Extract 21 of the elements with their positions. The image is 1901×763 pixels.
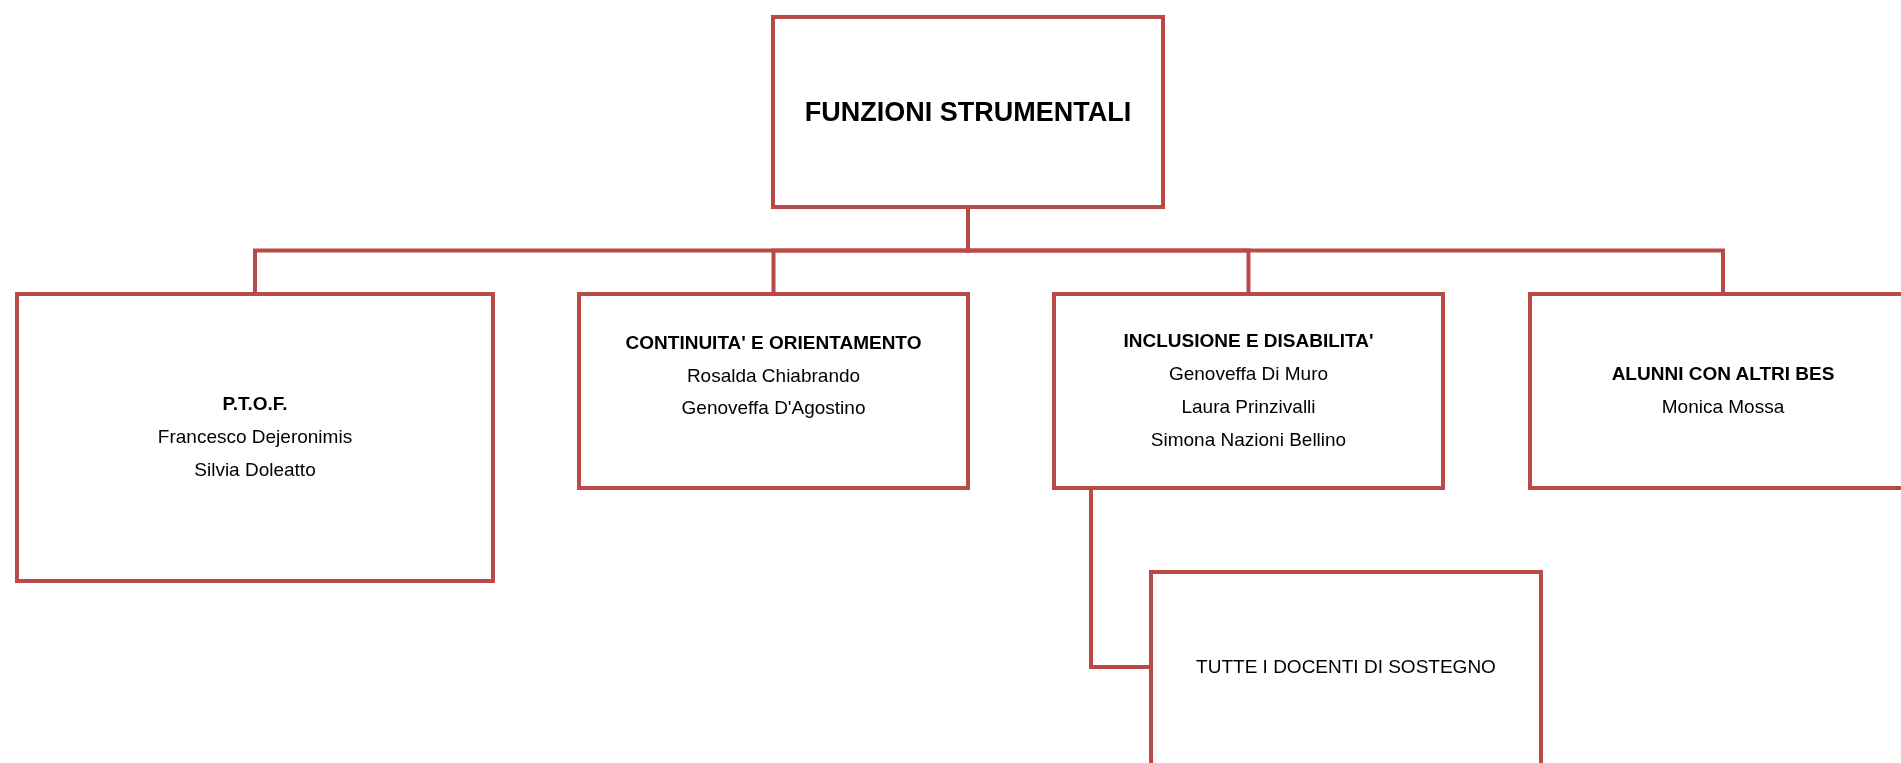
- org-box: [1528, 292, 1901, 490]
- box-heading: FUNZIONI STRUMENTALI: [804, 95, 1132, 129]
- member-name: Genoveffa D'Agostino: [681, 397, 866, 421]
- member-name: Silvia Doleatto: [194, 458, 316, 482]
- org-box: [15, 292, 495, 583]
- member-name: TUTTE I DOCENTI DI SOSTEGNO: [1196, 655, 1496, 679]
- member-name: Genoveffa Di Muro: [1168, 363, 1329, 386]
- member-name: Rosalda Chiabrando: [686, 364, 861, 388]
- member-name: Laura Prinzivalli: [1181, 396, 1316, 419]
- connector-line: [1089, 490, 1149, 669]
- box-heading: P.T.O.F.: [222, 393, 288, 417]
- member-name: Monica Mossa: [1661, 396, 1785, 419]
- org-box: [771, 15, 1165, 209]
- box-heading: ALUNNI CON ALTRI BES: [1611, 363, 1835, 386]
- org-box: [577, 292, 970, 490]
- member-name: Simona Nazioni Bellino: [1150, 428, 1347, 452]
- box-heading: CONTINUITA' E ORIENTAMENTO: [625, 331, 922, 355]
- box-heading: INCLUSIONE E DISABILITA': [1123, 330, 1374, 354]
- member-name: Francesco Dejeronimis: [157, 426, 353, 449]
- org-box: [1149, 570, 1543, 763]
- org-box: [1052, 292, 1445, 490]
